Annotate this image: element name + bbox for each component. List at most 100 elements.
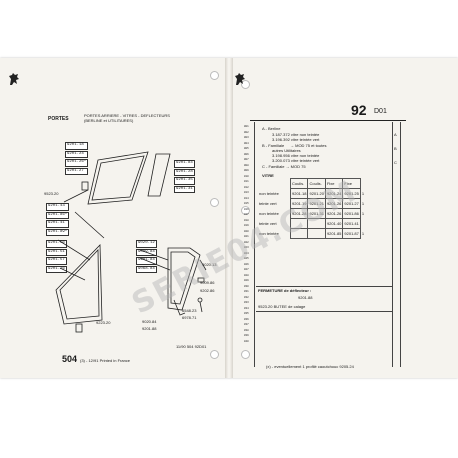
- line-number: 024: [244, 251, 249, 255]
- ref-label: 9201.56: [46, 240, 67, 248]
- line-number: 004: [244, 141, 249, 145]
- line-number: 021: [244, 235, 249, 238]
- line-number: 027: [244, 268, 249, 271]
- section-title: PORTES: [48, 116, 69, 122]
- line-number: 034: [244, 306, 249, 310]
- ref-label: 9201.35: [174, 177, 195, 185]
- ref-label: 9020.84: [142, 319, 157, 324]
- ref-label: 9201.26: [46, 265, 67, 274]
- note-a-line: 3.196.392 vitre teintée vert: [272, 137, 320, 142]
- row-quantity: 1: [361, 231, 365, 236]
- line-number: 032: [244, 295, 249, 299]
- line-number: 029: [244, 279, 249, 282]
- row-label: non teintée: [259, 211, 279, 216]
- ref-label: 9201.57: [46, 257, 67, 265]
- note-a-line: 3.187.372 vitre non teintée: [272, 132, 320, 137]
- line-number: 016: [244, 207, 249, 211]
- line-number: 030: [244, 284, 249, 288]
- line-number: 012: [244, 185, 249, 189]
- row-quantity: 1: [361, 201, 365, 206]
- row-quantity: 1: [361, 211, 365, 216]
- table-cell: 9201.41: [342, 218, 361, 229]
- binder-hole: [210, 198, 219, 207]
- row-quantity: 1: [361, 191, 365, 196]
- row-label: teinte vert: [259, 221, 277, 226]
- line-number: 038: [244, 328, 249, 332]
- line-number: 017: [244, 213, 249, 216]
- row-quantity: [360, 219, 365, 229]
- note-b-line: → MOD 75 et toutes: [290, 143, 327, 148]
- column-letter: B: [394, 146, 397, 151]
- ref-label: 9523.20: [44, 191, 59, 196]
- ref-label: 9223.20: [96, 320, 111, 325]
- parts-diagram: [55, 151, 207, 333]
- line-number: 013: [244, 191, 249, 194]
- line-number: 008: [244, 163, 249, 167]
- line-number: 033: [244, 301, 249, 304]
- column-letters: A B C: [394, 128, 397, 170]
- ref-label: 9009.86: [200, 280, 215, 285]
- line-number: 039: [244, 334, 249, 337]
- binder-hole: [241, 80, 250, 89]
- table-cell: 9201.87: [342, 228, 361, 239]
- ref-label: 9068.84: [136, 265, 157, 274]
- binder-hole: [241, 206, 250, 215]
- book-gutter: [225, 58, 233, 378]
- ref-label: 9201.43: [46, 203, 70, 211]
- page-footer: 504: [62, 354, 78, 364]
- line-number: 006: [244, 152, 249, 156]
- ref-label: 9201.84: [174, 160, 195, 168]
- line-number: 018: [244, 218, 249, 222]
- ref-label: 6548.23: [182, 308, 197, 313]
- line-number: 040: [244, 339, 249, 343]
- section-subtitle: (BERLINE et UTILITAIRES): [84, 118, 134, 123]
- footnote: (x) - eventuellement 1 profilé caoutchou…: [266, 364, 354, 369]
- ref-group-low-left: 9201.56 9201.51 9201.57 9201.26: [46, 240, 67, 274]
- page-code: D01: [374, 108, 387, 115]
- line-number: 009: [244, 169, 249, 172]
- ref-label: 9201.27: [65, 167, 89, 176]
- fermeture-ref: 9201.88: [298, 295, 313, 300]
- column-rule: [400, 122, 401, 367]
- ref-label: 6978.71: [182, 315, 197, 320]
- ref-label: 9201.18: [65, 142, 89, 150]
- ref-label: 9202.86: [200, 288, 215, 293]
- row-label: teinte vert: [259, 201, 277, 206]
- ref-label: 9201.24: [65, 150, 89, 159]
- row-label: non teintée: [259, 191, 279, 196]
- binder-hole: [241, 350, 250, 359]
- section-subtitle: PORTES ARRIERE - VITRES - DEFLECTEURS: [84, 113, 170, 118]
- ref-label: 9201.86*: [46, 211, 70, 220]
- table-cell: 9201.85: [324, 228, 344, 239]
- table-header: Coulis.: [289, 178, 309, 189]
- ref-group-top-left: 9201.18 9201.24 9201.26* 9201.27: [65, 142, 89, 176]
- line-number: 014: [244, 196, 249, 200]
- line-number: 025: [244, 257, 249, 260]
- peugeot-lion-icon: [235, 73, 245, 85]
- butee-ref: 9523.20 BUTEE de calage: [258, 304, 306, 309]
- ref-label: 9201.41: [46, 220, 70, 228]
- note-b-line: autres Utilitaires: [272, 148, 301, 153]
- ref-group-top-right: 9201.84 9201.28 9201.35 9201.31: [174, 160, 195, 194]
- ref-label: 9201.31: [174, 185, 195, 194]
- ref-group-mid-left: 9201.43 9201.86* 9201.41 9201.89*: [46, 203, 70, 237]
- ref-label: 9201.51: [46, 248, 67, 257]
- note-b-line: 3.200.073 vitre teintée vert: [272, 158, 320, 163]
- column-letter: C: [394, 160, 397, 165]
- ref-label: 9201.28: [174, 168, 195, 177]
- page-number: 92: [351, 102, 367, 118]
- note-c: C - Familiale → MOD 75: [262, 164, 306, 169]
- column-letter: A: [394, 132, 397, 137]
- ref-label: 9020.13: [202, 262, 217, 267]
- line-number: 003: [244, 136, 249, 139]
- vitre-label: VITRE: [262, 173, 274, 178]
- line-number: 022: [244, 240, 249, 244]
- peugeot-lion-icon: [9, 73, 19, 85]
- header-rule: [250, 120, 406, 121]
- column-rule: [254, 122, 255, 367]
- line-number: 035: [244, 312, 249, 315]
